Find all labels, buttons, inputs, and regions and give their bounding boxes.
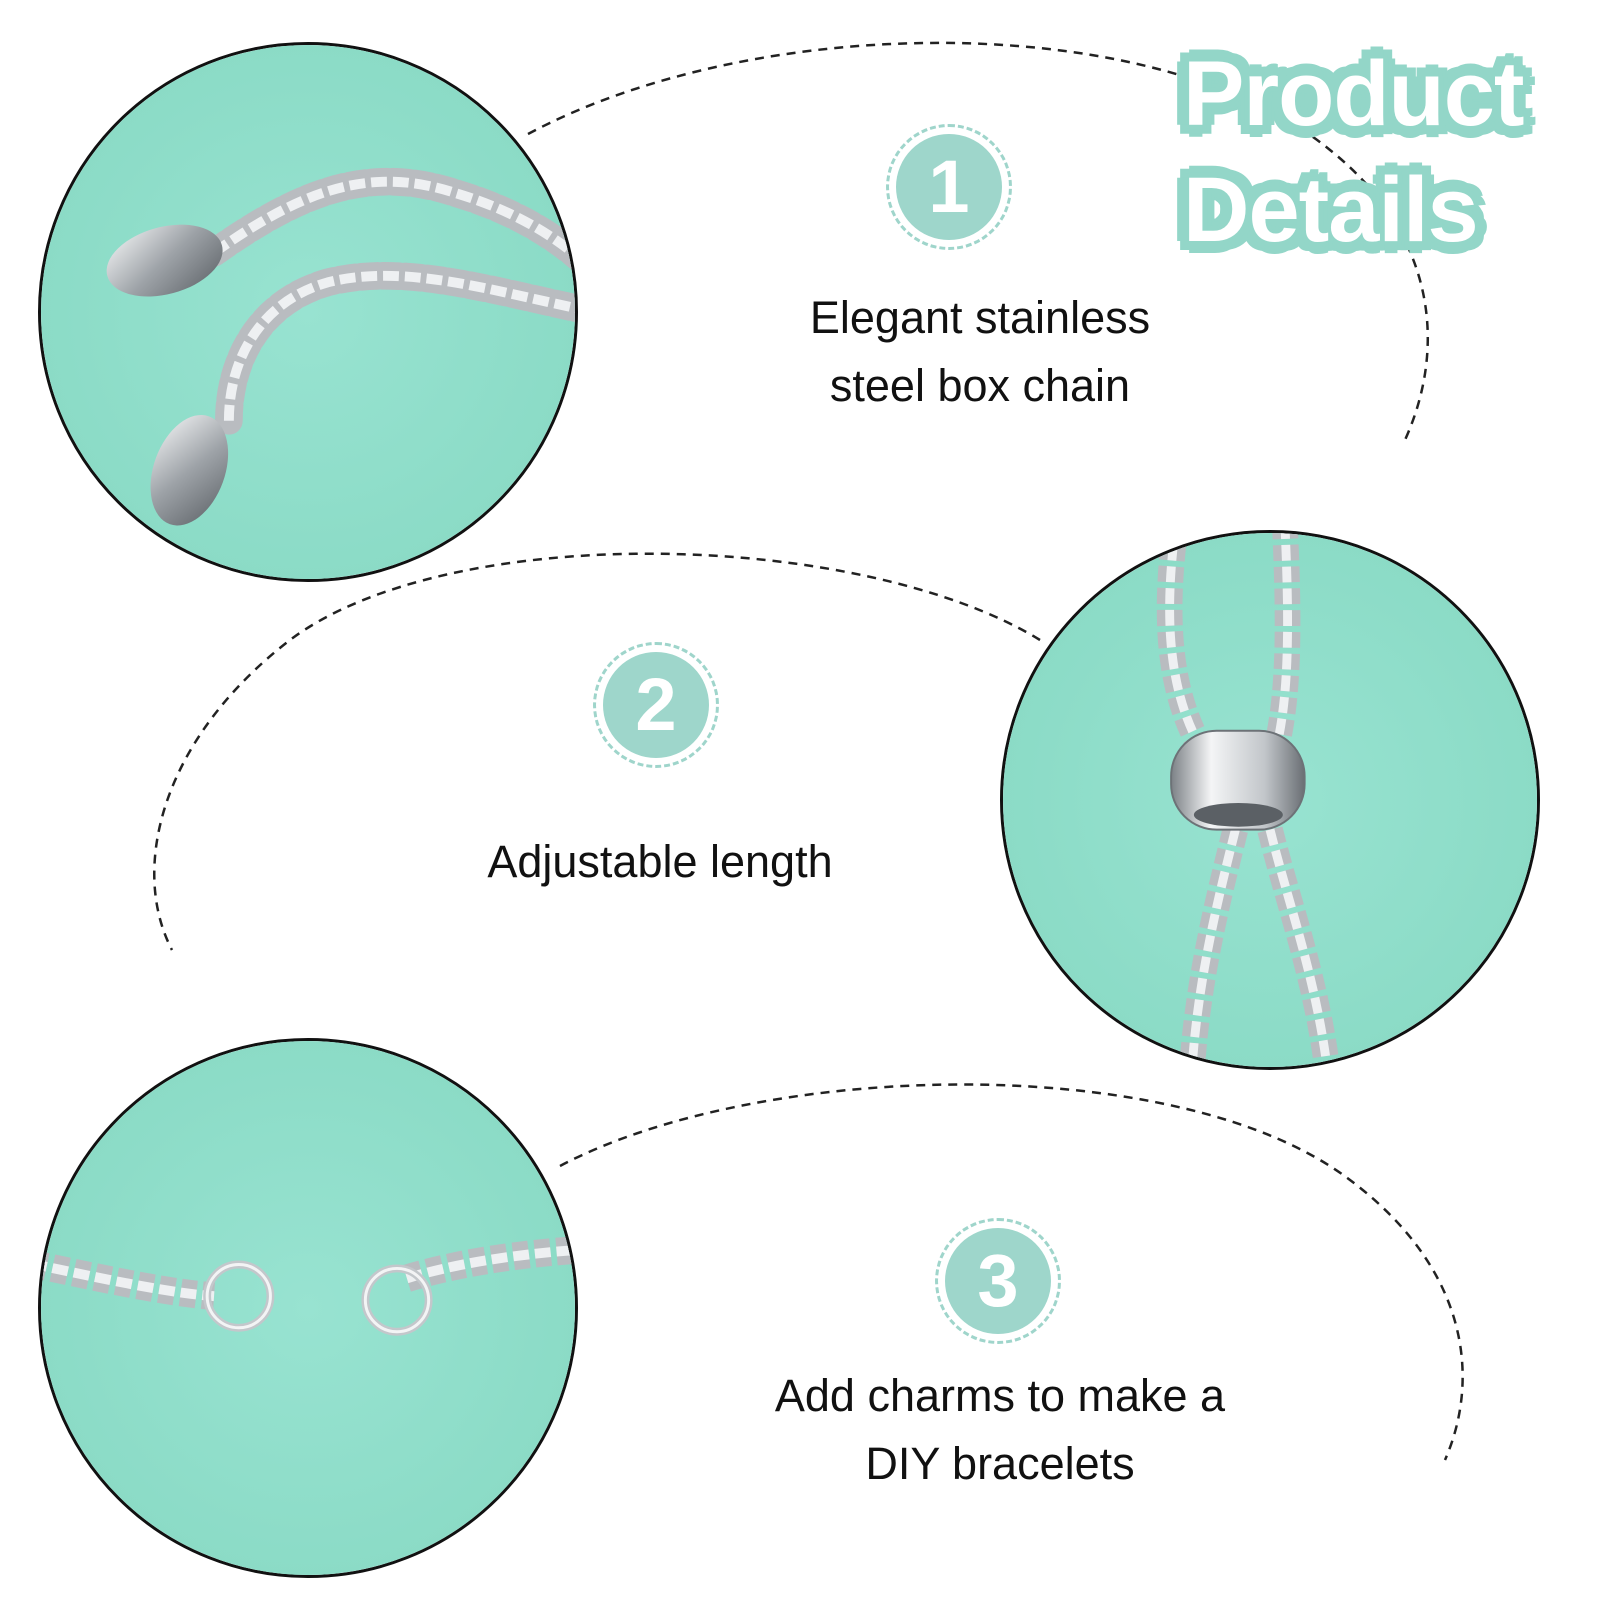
feature-number-1: 1 — [896, 134, 1002, 240]
feature-text-2: Adjustable length — [410, 828, 910, 896]
slider-bead-photo — [1000, 530, 1540, 1070]
feature-2-line-1: Adjustable length — [487, 836, 833, 887]
feature-number-badge-2: 2 — [593, 642, 719, 768]
feature-number-badge-3: 3 — [935, 1218, 1061, 1344]
product-details-title: Product Details — [1183, 36, 1525, 268]
feature-3-line-1: Add charms to make a — [774, 1370, 1226, 1421]
feature-1-line-1: Elegant stainless — [809, 292, 1151, 343]
jump-ring-ends-photo — [38, 1038, 578, 1578]
feature-1-line-2: steel box chain — [829, 360, 1131, 411]
title-line-1: Product — [1183, 43, 1525, 145]
feature-text-1: Elegant stainless steel box chain — [730, 284, 1230, 420]
feature-number-2: 2 — [603, 652, 709, 758]
feature-number-badge-1: 1 — [886, 124, 1012, 250]
chain-end-caps-photo — [38, 42, 578, 582]
feature-number-3: 3 — [945, 1228, 1051, 1334]
feature-text-3: Add charms to make a DIY bracelets — [700, 1362, 1300, 1498]
title-line-2: Details — [1183, 159, 1479, 261]
feature-3-line-2: DIY bracelets — [865, 1438, 1135, 1489]
